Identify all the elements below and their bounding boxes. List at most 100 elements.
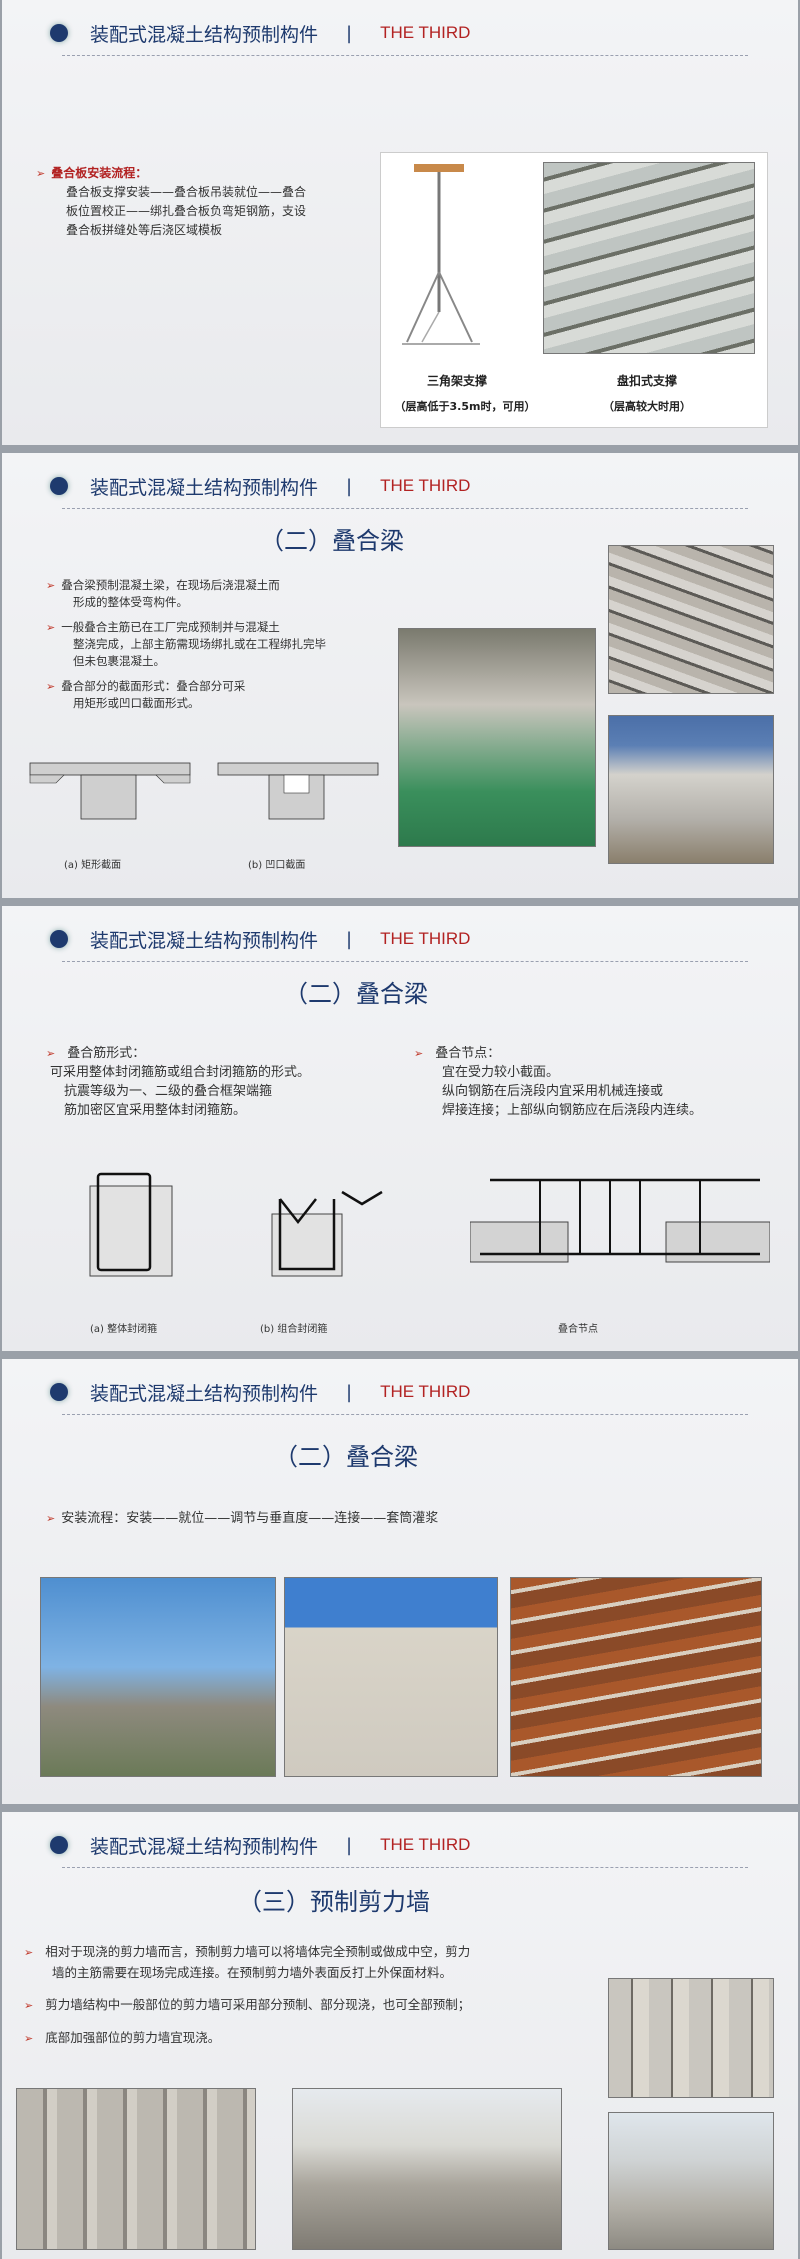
slide-2: 装配式混凝土结构预制构件 | THE THIRD （二）叠合梁 ➢ 叠合梁预制混凝…: [2, 453, 798, 898]
header-separator: |: [346, 475, 353, 497]
precast-wall-stack-photo: [16, 2088, 256, 2250]
beam-factory-photo: [398, 628, 596, 847]
joint-line: 宜在受力较小截面。: [442, 1065, 560, 1080]
figure-caption-c: 叠合节点: [558, 1324, 598, 1335]
header-divider: [62, 1414, 748, 1415]
construction-site-photo: [40, 1577, 276, 1777]
header-divider: [62, 961, 748, 962]
bullet-arrow-icon: ➢: [24, 1999, 34, 2012]
bullet-text: 一般叠合主筋已在工厂完成预制并与混凝土: [61, 620, 280, 634]
bullet-text: 墙的主筋需要在现场完成连接。在预制剪力墙外表面反打上外保面材料。: [52, 1965, 453, 1980]
bullet-text: 剪力墙结构中一般部位的剪力墙可采用部分预制、部分现浇，也可全部预制；: [45, 1997, 471, 2012]
precast-wall-install-photo: [292, 2088, 562, 2250]
bullet-text: 叠合部分的截面形式：叠合部分可采: [61, 679, 246, 693]
header-title: 装配式混凝土结构预制构件: [90, 929, 319, 952]
caption-tripod-note: （层高低于3.5m时，可用）: [394, 400, 536, 413]
bullet-text: 相对于现浇的剪力墙而言，预制剪力墙可以将墙体完全预制或做成中空，剪力: [45, 1944, 471, 1959]
header-section: THE THIRD: [380, 1382, 471, 1401]
install-flow-text: ➢叠合板安装流程： 叠合板支撑安装——叠合板吊装就位——叠合 板位置校正——绑扎…: [36, 164, 356, 240]
shear-wall-corner-photo: [608, 2112, 774, 2250]
slide-header: 装配式混凝土结构预制构件 | THE THIRD: [50, 924, 470, 954]
slide-header: 装配式混凝土结构预制构件 | THE THIRD: [50, 1377, 470, 1407]
header-title: 装配式混凝土结构预制构件: [90, 1835, 319, 1858]
install-flow-text: 安装流程：安装——就位——调节与垂直度——连接——套筒灌浆: [61, 1511, 439, 1526]
precast-beam-install-photo: [284, 1577, 498, 1777]
bullet-text: 底部加强部位的剪力墙宜现浇。: [45, 2030, 221, 2045]
bullet-text: 用矩形或凹口截面形式。: [73, 696, 200, 710]
stirrup-title: 叠合筋形式：: [67, 1046, 146, 1061]
header-dot-icon: [50, 930, 68, 948]
header-title: 装配式混凝土结构预制构件: [90, 23, 319, 46]
beam-rebar-photo-2: [608, 715, 774, 864]
figure-caption-a: (a) 整体封闭箍: [90, 1324, 158, 1335]
joint-title: 叠合节点：: [435, 1046, 501, 1061]
stirrup-line: 抗震等级为一、二级的叠合框架端箍: [64, 1084, 273, 1099]
joint-text: ➢ 叠合节点： 宜在受力较小截面。 纵向钢筋在后浇段内宜采用机械连接或 焊接连接；…: [414, 1044, 784, 1120]
header-separator: |: [346, 22, 353, 44]
section-subtitle: （二）叠合梁: [284, 980, 428, 1008]
joint-drawing: [470, 1178, 770, 1263]
bullet-arrow-icon: ➢: [46, 1047, 56, 1060]
bullet-arrow-icon: ➢: [46, 621, 56, 634]
header-dot-icon: [50, 1836, 68, 1854]
bullet-arrow-icon: ➢: [24, 1946, 34, 1959]
header-section: THE THIRD: [380, 476, 471, 495]
bullet-arrow-icon: ➢: [46, 1512, 56, 1525]
flow-line: 叠合板拼缝处等后浇区域模板: [66, 223, 223, 237]
section-subtitle: （二）叠合梁: [260, 527, 404, 555]
header-title: 装配式混凝土结构预制构件: [90, 476, 319, 499]
joint-line: 焊接连接；上部纵向钢筋应在后浇段内连续。: [442, 1103, 703, 1118]
header-divider: [62, 55, 748, 56]
bullet-text: 形成的整体受弯构件。: [73, 595, 188, 609]
section-subtitle: （二）叠合梁: [274, 1443, 418, 1471]
slide-header: 装配式混凝土结构预制构件 | THE THIRD: [50, 18, 470, 48]
slide-header: 装配式混凝土结构预制构件 | THE THIRD: [50, 471, 470, 501]
slide-header: 装配式混凝土结构预制构件 | THE THIRD: [50, 1830, 470, 1860]
bullet-arrow-icon: ➢: [24, 2032, 34, 2045]
header-dot-icon: [50, 24, 68, 42]
header-separator: |: [346, 1381, 353, 1403]
slide-3: 装配式混凝土结构预制构件 | THE THIRD （二）叠合梁 ➢ 叠合筋形式： …: [2, 906, 798, 1351]
bullet-arrow-icon: ➢: [46, 579, 56, 592]
header-section: THE THIRD: [380, 1835, 471, 1854]
joint-line: 纵向钢筋在后浇段内宜采用机械连接或: [442, 1084, 664, 1099]
header-title: 装配式混凝土结构预制构件: [90, 1382, 319, 1405]
bullet-text: 整浇完成，上部主筋需现场绑扎或在工程绑扎完毕: [73, 637, 326, 651]
bullet-text: 叠合梁预制混凝土梁，在现场后浇混凝土而: [61, 578, 280, 592]
install-flow: ➢ 安装流程：安装——就位——调节与垂直度——连接——套筒灌浆: [46, 1509, 438, 1528]
header-divider: [62, 508, 748, 509]
caption-disc-lock: 盘扣式支撑: [616, 374, 677, 388]
flow-line: 叠合板支撑安装——叠合板吊装就位——叠合: [66, 185, 307, 199]
stirrup-drawings: [89, 1172, 383, 1277]
header-dot-icon: [50, 1383, 68, 1401]
disc-lock-support-photo: [543, 162, 755, 354]
beam-rebar-photo-1: [608, 545, 774, 694]
bullet-list: ➢ 叠合梁预制混凝土梁，在现场后浇混凝土而 形成的整体受弯构件。 ➢ 一般叠合主筋已…: [46, 577, 396, 712]
caption-tripod: 三角架支撑: [426, 374, 487, 388]
header-section: THE THIRD: [380, 23, 471, 42]
caption-disc-lock-note: （层高较大时用）: [603, 400, 691, 413]
bullet-arrow-icon: ➢: [414, 1047, 424, 1060]
header-section: THE THIRD: [380, 929, 471, 948]
stirrup-line: 可采用整体封闭箍筋或组合封闭箍筋的形式。: [50, 1065, 311, 1080]
stirrup-line: 筋加密区宜采用整体封闭箍筋。: [64, 1103, 247, 1118]
grouting-sleeve-photo: [510, 1577, 762, 1777]
header-dot-icon: [50, 477, 68, 495]
slide-4: 装配式混凝土结构预制构件 | THE THIRD （二）叠合梁 ➢ 安装流程：安装…: [2, 1359, 798, 1804]
bullet-arrow-icon: ➢: [36, 167, 46, 180]
figure-caption-b: (b) 组合封闭箍: [260, 1324, 328, 1335]
header-separator: |: [346, 1834, 353, 1856]
tripod-support-drawing: [402, 164, 480, 345]
bullet-text: 但未包裹混凝土。: [73, 654, 165, 668]
beam-section-drawings: [29, 762, 379, 820]
slide-5: 装配式混凝土结构预制构件 | THE THIRD （三）预制剪力墙 ➢ 相对于现浇…: [2, 1812, 798, 2259]
flow-line: 板位置校正——绑扎叠合板负弯矩钢筋，支设: [66, 204, 307, 218]
header-separator: |: [346, 928, 353, 950]
slide-1: 装配式混凝土结构预制构件 | THE THIRD ➢叠合板安装流程： 叠合板支撑…: [2, 0, 798, 445]
shear-wall-scaffold-photo: [608, 1978, 774, 2098]
header-divider: [62, 1867, 748, 1868]
figure-caption-b: (b) 凹口截面: [248, 860, 306, 871]
section-subtitle: （三）预制剪力墙: [238, 1888, 430, 1916]
figure-caption-a: (a) 矩形截面: [64, 860, 122, 871]
stirrup-text: ➢ 叠合筋形式： 可采用整体封闭箍筋或组合封闭箍筋的形式。 抗震等级为一、二级的叠…: [46, 1044, 376, 1120]
